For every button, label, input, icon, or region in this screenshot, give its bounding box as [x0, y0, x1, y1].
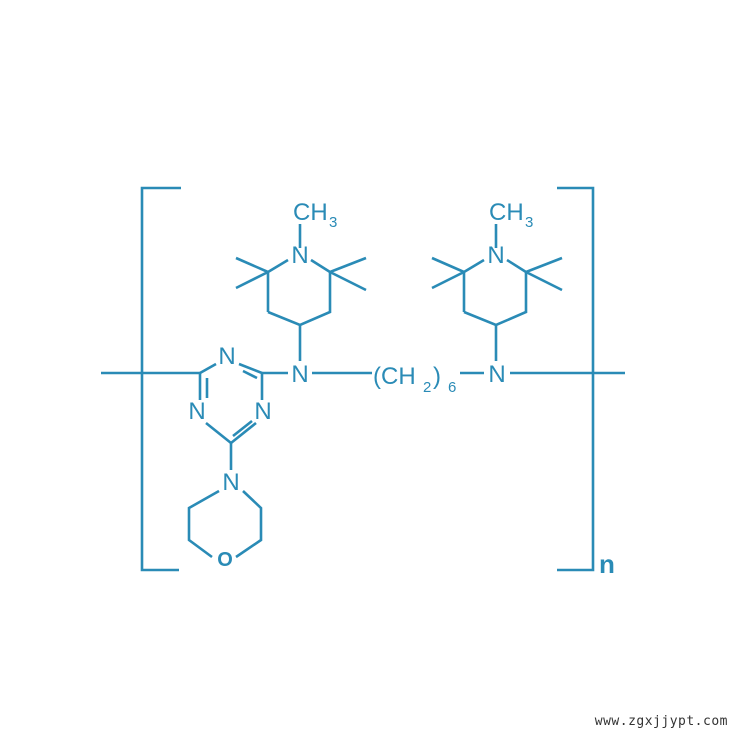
linker-n-left: N: [291, 361, 308, 388]
morpholine-n: N: [222, 469, 239, 496]
ch2-subscript: 2: [423, 379, 431, 396]
methyl-bond: [329, 256, 367, 274]
triazine-bond: [205, 421, 232, 445]
left-bracket: [140, 186, 181, 572]
triazine-n-left: N: [188, 398, 205, 425]
triazine-n-top: N: [218, 343, 235, 370]
methyl-label-left: CH: [293, 199, 328, 226]
linker-n-right: N: [488, 361, 505, 388]
piperidine-n-right: N: [487, 242, 504, 269]
methyl-subscript-left: 3: [329, 214, 337, 231]
piperidine-left-ring: [310, 258, 331, 274]
morpholine-o: O: [217, 549, 233, 571]
piperidine-left-ring: [267, 272, 332, 327]
methyl-bond: [235, 270, 269, 290]
triazine-bond: [199, 362, 217, 375]
repeat-six-subscript: 6: [448, 379, 456, 396]
bond-lines: [101, 186, 625, 572]
atom-labels: CH 3 N CH 3 N N N N N N (CH 2 ) 6 N O n: [188, 199, 615, 579]
methyl-bond: [329, 270, 367, 292]
right-bracket: [557, 186, 595, 572]
triazine-bond: [238, 362, 263, 375]
methyl-label-right: CH: [489, 199, 524, 226]
methyl-bond: [431, 256, 465, 274]
piperidine-right-ring: [506, 258, 527, 274]
methyl-bond: [235, 256, 269, 274]
methyl-bond: [525, 256, 563, 274]
triazine-n-right: N: [254, 398, 271, 425]
triazine-bond: [230, 421, 257, 445]
piperidine-n-left: N: [291, 242, 308, 269]
repeat-count-n: n: [599, 549, 615, 579]
methyl-bond: [525, 270, 563, 292]
morpholine-ring: [187, 489, 220, 559]
piperidine-right-ring: [463, 272, 528, 327]
piperidine-left-ring: [266, 258, 289, 312]
morpholine-ring: [235, 490, 263, 559]
watermark-text: www.zgxjjypt.com: [594, 714, 728, 729]
hexamethylene-close-paren: ): [433, 363, 441, 390]
hexamethylene-label: (CH: [373, 363, 416, 390]
triazine-inner-bond: [232, 419, 253, 438]
methyl-subscript-right: 3: [525, 214, 533, 231]
piperidine-right-ring: [462, 258, 485, 312]
methyl-bond: [431, 270, 465, 290]
triazine-inner-bond: [242, 369, 258, 380]
